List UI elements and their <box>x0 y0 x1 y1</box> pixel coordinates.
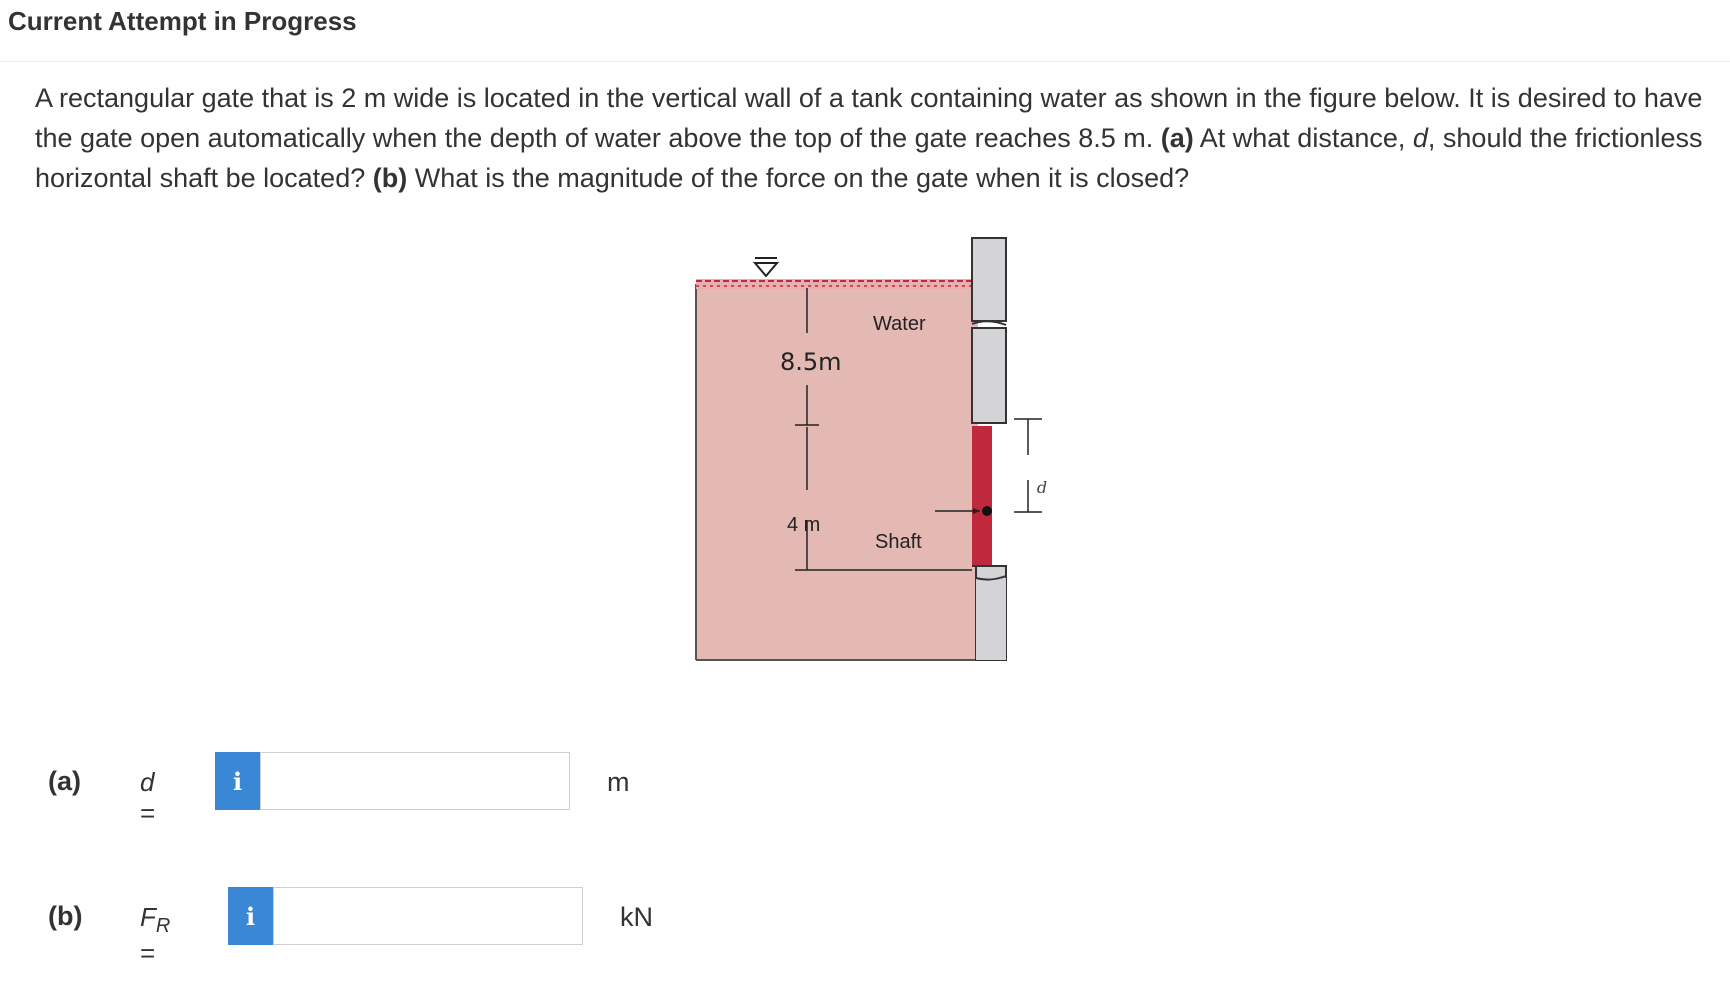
answer-b-var-label: FR = <box>140 902 170 969</box>
water-surface <box>696 279 978 289</box>
answer-b-part-label: (b) <box>48 901 83 931</box>
water-region <box>696 284 978 660</box>
shaft-pivot <box>982 506 992 516</box>
question-text: A rectangular gate that is 2 m wide is l… <box>35 78 1715 198</box>
question-text-4: What is the magnitude of the force on th… <box>407 163 1190 193</box>
info-icon[interactable]: i <box>215 752 260 810</box>
label-shaft: Shaft <box>875 531 922 553</box>
answer-a-part-label: (a) <box>48 766 81 796</box>
answer-a-equals: = <box>140 798 156 828</box>
label-gate-height: 4 m <box>787 514 820 536</box>
question-part-a-label: (a) <box>1160 123 1194 153</box>
wall-middle <box>971 327 1007 424</box>
gate <box>972 426 992 566</box>
answer-b-var-sub: R <box>155 915 171 938</box>
label-water: Water <box>873 313 926 335</box>
answer-b-unit: kN <box>620 902 653 932</box>
question-var-d: d <box>1412 123 1428 153</box>
answer-a-var-label: d = <box>140 767 155 829</box>
question-part-b-label: (b) <box>372 163 408 193</box>
label-depth: 8.5m <box>780 348 842 376</box>
answer-b-input[interactable] <box>273 887 583 945</box>
answer-b-equals: = <box>140 938 156 969</box>
info-icon[interactable]: i <box>228 887 273 945</box>
header: Current Attempt in Progress <box>0 0 1730 62</box>
free-surface-icon <box>752 262 780 278</box>
answer-a-unit: m <box>607 767 630 797</box>
tank-gate-figure: Water 8.5m 4 m Shaft d <box>695 237 1047 661</box>
label-d: d <box>1037 478 1047 497</box>
answer-b-var: F <box>140 902 156 932</box>
answer-a-var: d <box>140 767 155 797</box>
question-intro: A rectangular gate that is 2 m wide is l… <box>35 83 1703 153</box>
answer-a-input[interactable] <box>260 752 570 810</box>
question-text-2: At what distance, <box>1193 123 1413 153</box>
wall-upper <box>971 237 1007 322</box>
page-title: Current Attempt in Progress <box>8 6 357 36</box>
question-text-3: , should the frictionless horizontal sha… <box>35 123 1703 193</box>
